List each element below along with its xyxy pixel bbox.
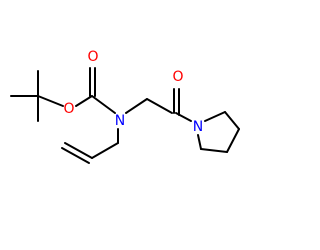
bond-allyl-double-2 (61, 147, 90, 164)
bond-ester-o-carbonyl (75, 95, 93, 107)
bond-allyl-ch (91, 142, 119, 159)
bond-ch2-ch2 (146, 98, 173, 114)
bond-ring-top-right (224, 111, 240, 130)
bond-ring-right-bottom (226, 128, 240, 153)
bond-allyl-double-1 (64, 142, 93, 159)
atom-label-ketone-oxygen: O (172, 69, 183, 85)
molecule-structure: O O N O N (10, 49, 240, 164)
atom-label-carbamate-nitrogen: N (115, 113, 125, 129)
bond-ketone-pyrrolidine-n (175, 112, 192, 122)
atom-label-ester-oxygen: O (63, 101, 74, 117)
atom-label-carbonyl-oxygen: O (87, 49, 98, 65)
bond-ring-bottom-left (200, 148, 228, 153)
bond-carbonyl-n (91, 95, 116, 114)
bond-ring-left-n (197, 134, 202, 150)
bond-ring-n-top (204, 111, 226, 122)
bond-n-ch2 (125, 98, 148, 114)
atom-label-pyrrolidine-nitrogen: N (193, 119, 203, 135)
bond-tbutyl-ester-o (37, 95, 64, 107)
